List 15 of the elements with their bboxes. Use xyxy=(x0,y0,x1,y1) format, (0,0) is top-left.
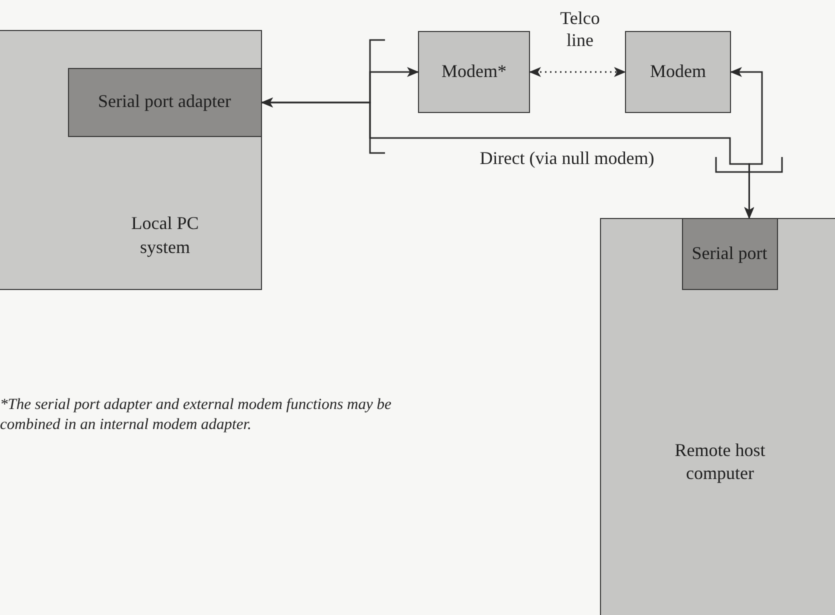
node-label: Modem* xyxy=(442,60,506,84)
modem-box xyxy=(418,31,530,113)
dotted-arrow xyxy=(529,67,626,77)
node-label: Serial port adapter xyxy=(98,90,231,114)
system-box xyxy=(0,30,262,290)
modem-box xyxy=(625,31,731,113)
node-label: Modem xyxy=(650,60,706,84)
adapter-box xyxy=(68,68,262,136)
footnote: *The serial port adapter and external modem functions may be combined in an internal modem adapter. xyxy=(0,395,392,436)
node-label: Serial port xyxy=(692,242,768,265)
node-label: Remote host computer xyxy=(674,439,766,486)
arrow xyxy=(261,98,754,219)
port-box xyxy=(682,218,778,290)
host-computer-box xyxy=(600,218,835,615)
node-label: Local PC system xyxy=(130,212,200,259)
